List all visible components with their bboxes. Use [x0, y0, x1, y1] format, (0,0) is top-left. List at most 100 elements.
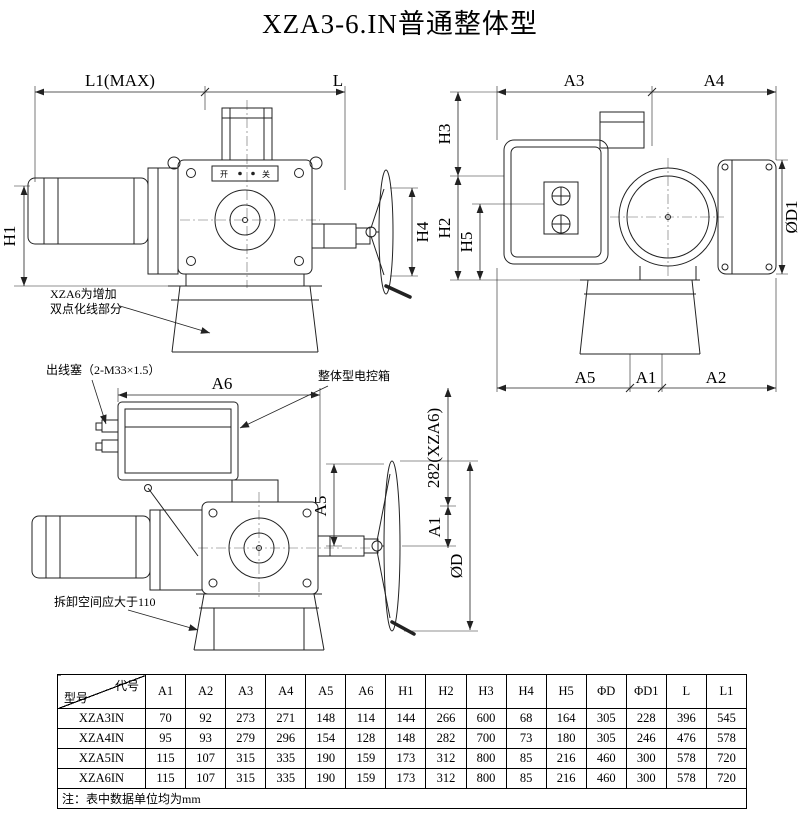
model-cell: XZA5IN — [57, 748, 146, 769]
value-cell: 228 — [625, 708, 667, 729]
value-cell: 164 — [545, 708, 587, 729]
corner-label-xinghao: 型号 — [64, 691, 89, 705]
column-header: A3 — [225, 674, 267, 709]
value-cell: 296 — [265, 728, 307, 749]
motor — [31, 515, 151, 579]
value-cell: 335 — [265, 748, 307, 769]
integrated-view — [31, 401, 416, 651]
dim-label-a1-bottom: A1 — [636, 368, 657, 387]
indicator-close-label: 关 — [262, 169, 270, 179]
dim-label-a6: A6 — [212, 374, 233, 393]
side-view — [503, 111, 777, 355]
value-cell: 578 — [665, 768, 707, 789]
value-cell: 700 — [465, 728, 507, 749]
dim-label-d: ØD — [447, 554, 466, 579]
mounting-base-side — [579, 279, 701, 355]
value-cell: 115 — [144, 748, 187, 769]
value-cell: 300 — [625, 768, 667, 789]
dim-label-d1: ØD1 — [782, 200, 800, 233]
control-box — [95, 401, 239, 481]
column-header: H5 — [545, 674, 587, 709]
dim-label-h5: H5 — [457, 232, 476, 253]
column-header: L1 — [705, 674, 748, 709]
outlet-plug-label: 出线塞（2-M33×1.5） — [46, 362, 160, 377]
value-cell: 148 — [385, 728, 427, 749]
column-header: L — [665, 674, 707, 709]
value-cell: 114 — [345, 708, 387, 729]
value-cell: 246 — [625, 728, 667, 749]
motor — [27, 177, 149, 245]
control-box-side — [503, 139, 609, 265]
column-header: A5 — [305, 674, 347, 709]
dim-label-282: 282(XZA6) — [424, 408, 443, 488]
value-cell: 800 — [465, 748, 507, 769]
value-cell: 95 — [144, 728, 187, 749]
corner-label-daihao: 代号 — [114, 679, 139, 693]
value-cell: 578 — [705, 728, 748, 749]
value-cell: 266 — [425, 708, 467, 729]
control-box-label: 整体型电控箱 — [318, 368, 390, 383]
value-cell: 85 — [505, 748, 547, 769]
value-cell: 144 — [385, 708, 427, 729]
dim-label-h2: H2 — [435, 218, 454, 239]
cable-gland — [101, 419, 119, 433]
table-note-row: 注：表中数据单位均为mm — [57, 788, 747, 809]
dim-label-a5-bottom: A5 — [575, 368, 596, 387]
value-cell: 92 — [185, 708, 227, 729]
value-cell: 396 — [665, 708, 707, 729]
value-cell: 545 — [705, 708, 748, 729]
disassembly-label: 拆卸空间应大于110 — [54, 594, 156, 609]
value-cell: 800 — [465, 768, 507, 789]
column-header: A2 — [185, 674, 227, 709]
value-cell: 273 — [225, 708, 267, 729]
table-corner-cell: 代号 型号 — [57, 674, 146, 709]
value-cell: 180 — [545, 728, 587, 749]
indicator-window — [211, 165, 279, 182]
value-cell: 305 — [585, 708, 627, 729]
value-cell: 107 — [185, 768, 227, 789]
dim-label-l: L — [333, 71, 343, 90]
value-cell: 70 — [144, 708, 187, 729]
value-cell: 190 — [305, 748, 347, 769]
value-cell: 148 — [305, 708, 347, 729]
xza6-note-line1: XZA6为增加 — [50, 287, 117, 301]
declutch-lever — [144, 484, 199, 557]
value-cell: 282 — [425, 728, 467, 749]
side-view-dimensions: A3 A4 H3 H2 H5 ØD1 A5 A1 A2 — [435, 71, 800, 393]
column-header: H4 — [505, 674, 547, 709]
value-cell: 216 — [545, 768, 587, 789]
value-cell: 312 — [425, 768, 467, 789]
column-header: H1 — [385, 674, 427, 709]
page-title: XZA3-6.IN普通整体型 — [262, 9, 538, 39]
model-cell: XZA6IN — [57, 768, 146, 789]
xza6-note-line2: 双点化线部分 — [50, 301, 122, 316]
value-cell: 476 — [665, 728, 707, 749]
column-header: A1 — [144, 674, 187, 709]
value-cell: 85 — [505, 768, 547, 789]
dim-label-a4: A4 — [704, 71, 725, 90]
value-cell: 315 — [225, 768, 267, 789]
terminal-box — [717, 159, 777, 275]
handwheel — [371, 460, 416, 636]
value-cell: 154 — [305, 728, 347, 749]
value-cell: 107 — [185, 748, 227, 769]
dim-label-a3: A3 — [564, 71, 585, 90]
column-header: ΦD1 — [625, 674, 667, 709]
value-cell: 216 — [545, 748, 587, 769]
integrated-view-dimensions: A6 出线塞（2-M33×1.5） 整体型电控箱 拆卸空间应大于110 A5 2… — [46, 362, 478, 632]
dim-label-a1-vert: A1 — [425, 517, 444, 538]
value-cell: 279 — [225, 728, 267, 749]
value-cell: 93 — [185, 728, 227, 749]
dim-label-h4: H4 — [413, 221, 432, 242]
value-cell: 720 — [705, 768, 748, 789]
value-cell: 305 — [585, 728, 627, 749]
dim-label-l1max: L1(MAX) — [85, 71, 155, 90]
value-cell: 173 — [385, 768, 427, 789]
cable-gland — [101, 439, 119, 453]
